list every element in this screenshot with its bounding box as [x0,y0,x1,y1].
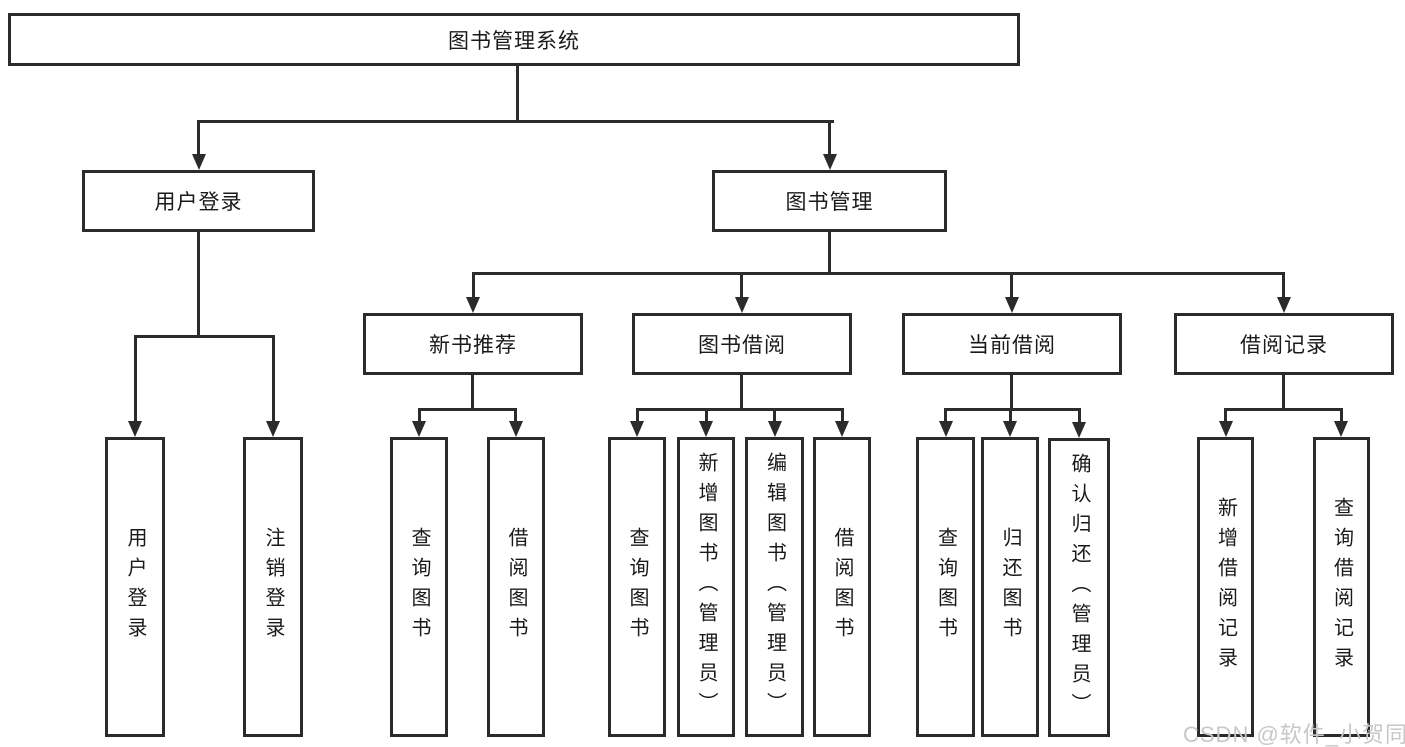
node-book-borrow: 图书借阅 [632,313,852,375]
leaf-borrow-books-recommend-label: 借阅图书 [505,527,527,647]
connector-userlogin-hline [134,335,275,338]
arrow-down-icon [768,421,782,437]
leaf-add-borrow-record-label: 新增借阅记录 [1214,497,1237,677]
leaf-add-borrow-record: 新增借阅记录 [1197,437,1254,737]
leaf-query-books-recommend: 查询图书 [390,437,448,737]
node-user-login: 用户登录 [82,170,315,232]
arrow-down-icon [735,297,749,313]
connector-bookborrow-stem-2 [705,408,708,422]
connector-borrowrecords-hline [1224,408,1342,411]
node-book-management-label: 图书管理 [785,191,874,214]
leaf-edit-books-admin: 编辑图书（管理员） [745,437,804,737]
connector-currentborrow-vline [1010,375,1013,408]
connector-borrowrecords-vline [1282,375,1285,408]
arrow-down-icon [823,154,837,170]
connector-currentborrow-stem-2 [1009,408,1012,422]
node-new-book-recommend: 新书推荐 [363,313,583,375]
arrow-down-icon [1005,297,1019,313]
arrow-down-icon [630,421,644,437]
connector-bookborrow-vline [740,375,743,408]
connector-newbook-vline [471,375,474,408]
connector-newbook-stem-2 [514,408,517,422]
arrow-down-icon [1277,297,1291,313]
node-current-borrow-label: 当前借阅 [968,334,1056,357]
connector-bookmgmt-stem-1 [472,272,475,298]
connector-root-stem-left [197,120,200,156]
arrow-down-icon [266,421,280,437]
leaf-query-books-borrow-label: 查询图书 [626,527,648,647]
connector-bookmgmt-hline [472,272,1285,275]
node-root-label: 图书管理系统 [448,29,580,53]
leaf-edit-books-admin-label: 编辑图书（管理员） [763,452,786,722]
arrow-down-icon [192,154,206,170]
node-current-borrow: 当前借阅 [902,313,1122,375]
leaf-confirm-return-admin: 确认归还（管理员） [1048,438,1110,737]
leaf-query-books-recommend-label: 查询图书 [408,527,430,647]
node-new-book-recommend-label: 新书推荐 [429,334,517,357]
connector-userlogin-stem-1 [134,335,137,422]
csdn-watermark: CSDN @软件_小贺同学 [1183,722,1405,747]
leaf-query-borrow-record: 查询借阅记录 [1313,437,1370,737]
connector-bookmgmt-stem-3 [1010,272,1013,298]
connector-root-hline [197,120,834,123]
arrow-down-icon [466,297,480,313]
leaf-borrow-books: 借阅图书 [813,437,871,737]
connector-bookborrow-stem-4 [841,408,844,422]
connector-userlogin-vline [197,232,200,335]
leaf-logout: 注销登录 [243,437,303,737]
connector-bookmgmt-stem-4 [1282,272,1285,298]
connector-newbook-hline [418,408,517,411]
arrow-down-icon [1003,421,1017,437]
connector-root-vline [516,66,519,120]
node-borrow-records-label: 借阅记录 [1240,334,1328,357]
node-book-borrow-label: 图书借阅 [698,334,786,357]
arrow-down-icon [412,421,426,437]
leaf-user-login-label: 用户登录 [124,527,146,647]
leaf-query-books-current: 查询图书 [916,437,975,737]
connector-bookborrow-stem-1 [636,408,639,422]
leaf-borrow-books-label: 借阅图书 [831,527,853,647]
arrow-down-icon [1072,422,1086,438]
arrow-down-icon [939,421,953,437]
connector-userlogin-stem-2 [272,335,275,422]
leaf-add-books-admin-label: 新增图书（管理员） [695,452,717,722]
connector-bookmgmt-stem-2 [740,272,743,298]
leaf-query-borrow-record-label: 查询借阅记录 [1330,497,1353,677]
node-borrow-records: 借阅记录 [1174,313,1394,375]
arrow-down-icon [128,421,142,437]
leaf-user-login: 用户登录 [105,437,165,737]
arrow-down-icon [509,421,523,437]
arrow-down-icon [699,421,713,437]
leaf-add-books-admin: 新增图书（管理员） [677,437,735,737]
connector-bookborrow-hline [636,408,843,411]
leaf-return-books-label: 归还图书 [999,527,1021,647]
connector-root-stem-right [828,120,831,156]
leaf-logout-label: 注销登录 [262,527,284,647]
connector-bookmgmt-vline [828,232,831,272]
connector-currentborrow-stem-1 [944,408,947,422]
leaf-query-books-borrow: 查询图书 [608,437,666,737]
connector-newbook-stem-1 [418,408,421,422]
leaf-confirm-return-admin-label: 确认归还（管理员） [1068,452,1090,723]
node-user-login-label: 用户登录 [154,191,243,214]
connector-borrowrecords-stem-1 [1224,408,1227,422]
connector-borrowrecords-stem-2 [1340,408,1343,422]
connector-currentborrow-stem-3 [1078,408,1081,423]
node-root: 图书管理系统 [8,13,1020,66]
node-book-management: 图书管理 [712,170,947,232]
arrow-down-icon [835,421,849,437]
connector-currentborrow-hline [944,408,1080,411]
connector-bookborrow-stem-3 [773,408,776,422]
leaf-return-books: 归还图书 [981,437,1039,737]
leaf-query-books-current-label: 查询图书 [934,527,957,647]
arrow-down-icon [1219,421,1233,437]
leaf-borrow-books-recommend: 借阅图书 [487,437,545,737]
arrow-down-icon [1334,421,1348,437]
